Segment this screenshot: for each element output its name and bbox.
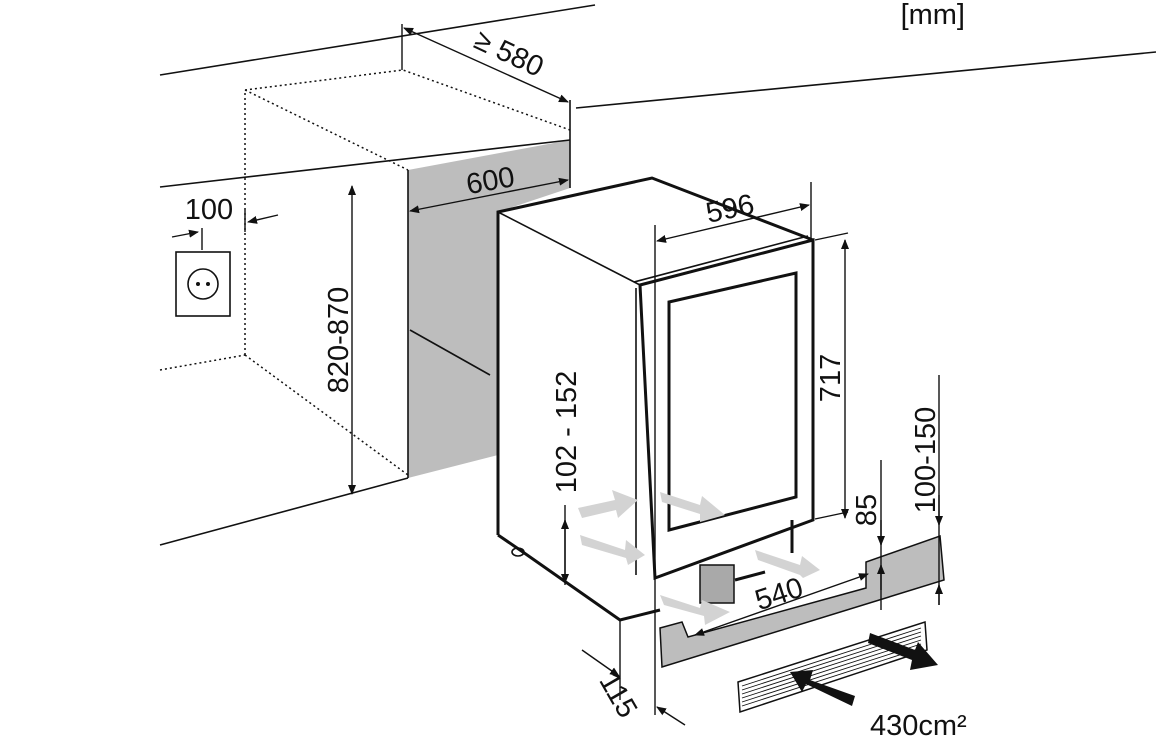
dim-plinth-gap: 85 <box>851 494 883 526</box>
air-out-arrow-icon <box>868 633 938 670</box>
ventilation-area-label: 430cm² <box>870 710 967 742</box>
air-in-arrow-icon <box>790 670 855 706</box>
dim-plinth-height: 100-150 <box>910 407 942 513</box>
glass-door-window <box>667 271 798 532</box>
dimension-lines <box>171 24 943 726</box>
power-socket-icon <box>175 251 231 317</box>
dim-socket-offset: 100 <box>185 194 233 226</box>
kitchen-niche <box>159 4 1156 546</box>
dim-appliance-width: 596 <box>703 189 757 230</box>
niche-back-wall <box>408 140 570 478</box>
compressor-box <box>699 564 735 604</box>
dim-foot-height: 102 - 152 <box>551 371 583 494</box>
unit-label: [mm] <box>901 0 965 31</box>
dim-niche-height: 820-870 <box>323 287 355 393</box>
dim-door-height: 717 <box>815 354 847 402</box>
dim-plinth-setback: 115 <box>592 667 643 723</box>
